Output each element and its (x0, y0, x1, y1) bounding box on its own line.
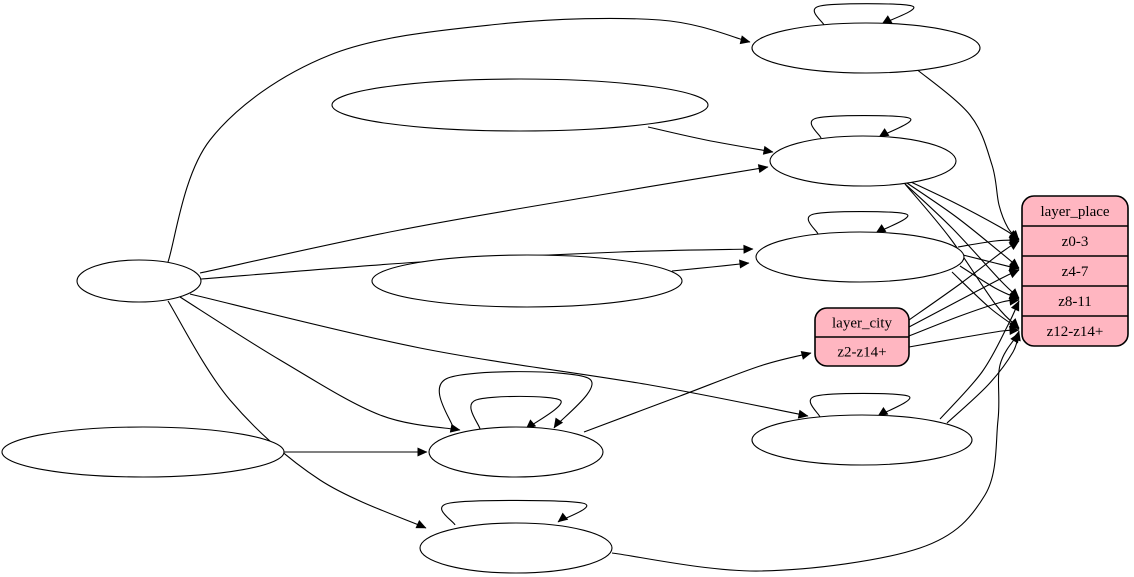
self-loop-osm_city_point (470, 395, 562, 430)
record-row-layer_place-z12-z14+: z12-z14+ (1047, 324, 1104, 340)
record-row-layer_place-z0-3: z0-3 (1062, 234, 1089, 250)
node-layer_city: layer_city z2-z14+ (814, 307, 910, 367)
self-loop-osm_island_polygon (809, 392, 911, 418)
edge-imposm3-to-osm_state_point (199, 164, 769, 274)
edge-osm_country_point-to-layer_place-z0-3 (957, 235, 1020, 248)
edge-layer (167, 3, 1021, 572)
self-loop-osm_island_point (441, 499, 587, 526)
record-row-layer_place-z8-11: z8-11 (1058, 294, 1092, 310)
edge-layer_city-to-layer_place-z8-11 (908, 296, 1020, 337)
edge-osm_continent_point-to-layer_place-z0-3 (914, 67, 1020, 241)
edge-layer_city-to-layer_place-z0-3 (908, 240, 1020, 321)
edge-osm_island_polygon-to-layer_place-z12-z14+ (946, 330, 1021, 424)
node-shape-osm_state_point (769, 135, 957, 187)
record-title-layer_city: layer_city (832, 316, 892, 332)
node-shape-osm_island_point (419, 522, 613, 574)
node-shape-osm_country_point (755, 231, 965, 283)
edge-osm_state_point-to-layer_place-z12-z14+ (904, 183, 1020, 329)
edge-imposm3-to-osm_continent_point (167, 17, 751, 263)
node-shape-ne_10m_admin_0_countries (371, 254, 683, 308)
edge-osm_country_point-to-layer_place-z12-z14+ (951, 271, 1020, 330)
self-loop-osm_state_point (810, 115, 912, 139)
node-shape-imposm3 (76, 259, 202, 303)
self-loop-osm_city_point (438, 371, 593, 431)
edge-osm_state_point-to-layer_place-z4-7 (900, 178, 1020, 269)
edge-imposm3-to-osm_island_point (167, 300, 427, 529)
edge-imposm3-to-osm_city_point (179, 296, 461, 433)
edge-ne_10m_admin_1_states_provinces-to-osm_state_point (647, 126, 774, 155)
self-loop-osm_country_point (807, 211, 909, 235)
node-shape-ne_10m_admin_1_states_provinces (331, 78, 709, 132)
node-shape-osm_continent_point (751, 22, 981, 74)
edge-osm_country_point-to-layer_place-z8-11 (959, 265, 1020, 300)
edge-osm_country_point-to-layer_place-z4-7 (962, 254, 1020, 272)
record-title-layer_place: layer_place (1040, 204, 1109, 220)
edge-imposm3-to-osm_island_polygon (189, 293, 809, 419)
node-shape-osm_city_point (428, 426, 604, 478)
record-row-layer_city-z2-z14+: z2-z14+ (837, 345, 886, 361)
edge-osm_city_point-to-layer_city-z2-z14+ (583, 350, 812, 433)
node-layer_place: layer_place z0-3 z4-7 z8-11 z12-z14+ (1021, 195, 1129, 347)
edge-osm_island_polygon-to-layer_place-z8-11 (939, 300, 1020, 420)
self-loop-osm_continent_point (813, 3, 915, 26)
node-shape-osm_island_polygon (751, 414, 973, 466)
record-row-layer_place-z4-7: z4-7 (1062, 264, 1089, 280)
edge-layer_city-to-layer_place-z4-7 (908, 269, 1020, 328)
edge-layer_city-to-layer_place-z12-z14+ (908, 326, 1020, 348)
record-shape-layer_place (1021, 195, 1129, 347)
node-shape-ne_10m_populated_places (1, 426, 285, 478)
edge-ne_10m_admin_0_countries-to-osm_country_point (671, 259, 750, 272)
edge-osm_state_point-to-layer_place-z0-3 (897, 175, 1020, 240)
edge-osm_island_point-to-layer_place-z12-z14+ (611, 332, 1020, 572)
